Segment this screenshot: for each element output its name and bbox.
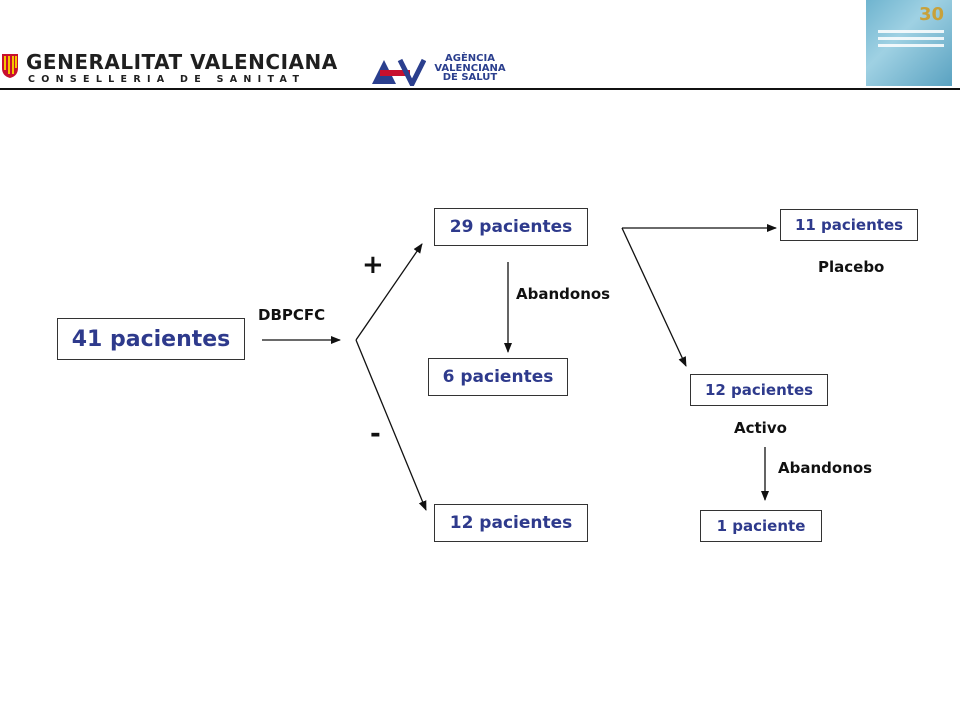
- generalitat-valenciana-logo: GENERALITAT VALENCIANA CONSELLERIA DE SA…: [0, 48, 337, 88]
- arrow-to-negative: [355, 339, 427, 511]
- header: GENERALITAT VALENCIANA CONSELLERIA DE SA…: [0, 0, 960, 90]
- badge-number: 30: [918, 4, 944, 25]
- placebo-box: 11 pacientes: [780, 209, 918, 241]
- org-department: CONSELLERIA DE SANITAT: [28, 74, 306, 85]
- arrow-to-positive: [355, 243, 423, 341]
- congress-badge: 30: [866, 0, 952, 86]
- placebo-label: Placebo: [818, 258, 885, 276]
- positive-sign: +: [362, 250, 384, 280]
- active-box: 12 pacientes: [690, 374, 828, 406]
- dropout-box-1: 6 pacientes: [428, 358, 568, 396]
- agency-line-3: DE SALUT: [442, 72, 498, 83]
- negative-sign: -: [370, 419, 381, 449]
- dropout-label-1: Abandonos: [516, 285, 611, 303]
- dropout-box-2: 1 paciente: [700, 510, 822, 542]
- shield-icon: [2, 54, 18, 78]
- positive-box: 29 pacientes: [434, 208, 588, 246]
- badge-text-lines: [878, 30, 944, 51]
- agency-line-2: VALENCIANA: [434, 62, 506, 74]
- header-divider: [0, 88, 960, 90]
- org-name: GENERALITAT VALENCIANA: [26, 50, 338, 74]
- avs-mark-icon: [372, 58, 426, 86]
- start-box: 41 pacientes: [57, 318, 245, 360]
- agency-line-1: AGÈNCIA: [445, 53, 495, 64]
- agency-name: AGÈNCIA VALENCIANA DE SALUT: [428, 54, 512, 83]
- dropout-label-2: Abandonos: [778, 459, 873, 477]
- agencia-valenciana-salut-logo: AGÈNCIA VALENCIANA DE SALUT: [370, 52, 540, 88]
- negative-box: 12 pacientes: [434, 504, 588, 542]
- arrow-to-active: [621, 227, 687, 367]
- test-label: DBPCFC: [258, 306, 326, 324]
- active-label: Activo: [734, 419, 787, 437]
